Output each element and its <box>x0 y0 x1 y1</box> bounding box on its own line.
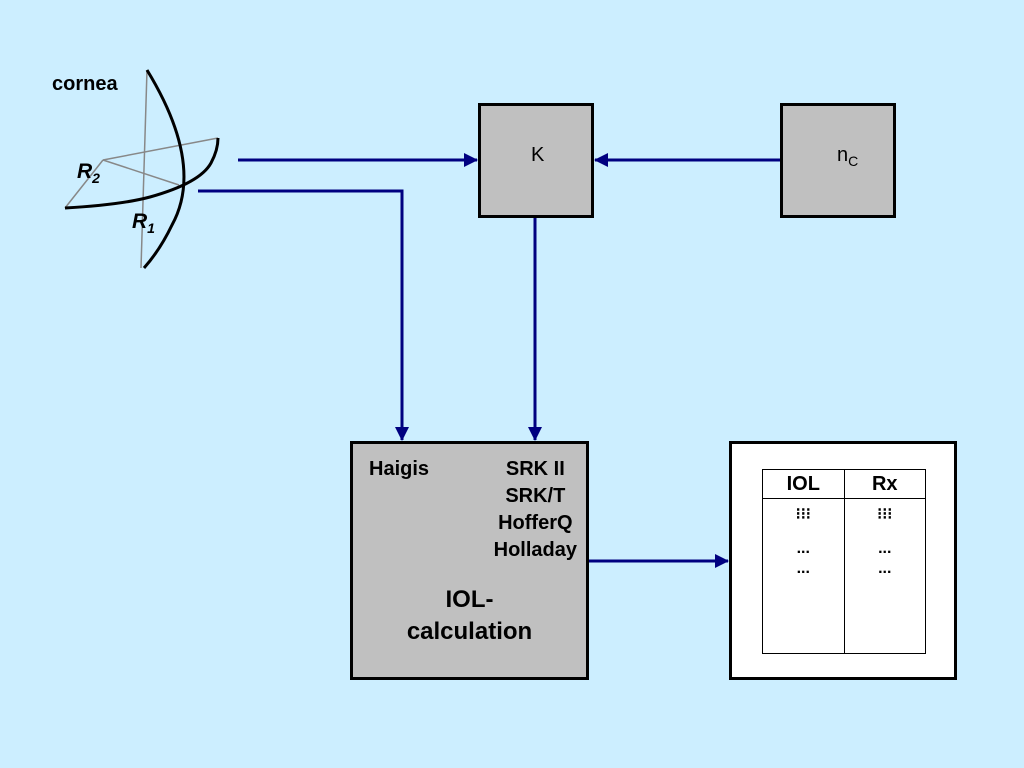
title-line-1: IOL- <box>445 586 494 613</box>
table-cell: ... <box>878 560 892 577</box>
k-label: K <box>531 144 545 166</box>
table-cell: ... <box>796 540 810 557</box>
iol-calculation-box: Haigis SRK II SRK/T HofferQ Holladay IOL… <box>350 441 589 680</box>
rx-column-values: ⁝⁝⁝ ... ... <box>843 498 926 654</box>
r1-arc-chord <box>102 159 180 186</box>
k-box: K <box>478 103 594 218</box>
haigis-label: Haigis <box>369 458 430 480</box>
r2-subscript: 2 <box>92 170 100 187</box>
iol-column-values: ⁝⁝⁝ ... ... <box>762 498 845 654</box>
table-row: ⁝⁝⁝ ... ... ⁝⁝⁝ ... ... <box>762 498 926 654</box>
r1-base: R <box>132 210 148 233</box>
formula-item: SRK/T <box>505 485 566 507</box>
r1-radius-line <box>140 69 148 269</box>
r2-radius-line <box>64 159 104 209</box>
formula-item: Holladay <box>493 539 577 561</box>
column-header-iol: IOL <box>762 469 845 499</box>
r2-base: R <box>77 160 93 183</box>
r1-label: R1 <box>132 210 155 236</box>
column-header-rx: Rx <box>843 469 926 499</box>
cornea-label: cornea <box>52 73 118 95</box>
table-cell: ⁝⁝⁝ <box>877 506 893 523</box>
cornea-icon <box>64 69 220 269</box>
iol-calculation-title: IOL- calculation <box>353 584 586 648</box>
result-box: IOL Rx ⁝⁝⁝ ... ... ⁝⁝⁝ ... ... <box>729 441 957 680</box>
formula-item: HofferQ <box>498 512 573 534</box>
table-cell: ⁝⁝⁝ <box>795 506 811 523</box>
cornea-arc-r1 <box>142 69 186 269</box>
formula-item: SRK II <box>505 458 565 480</box>
result-table: IOL Rx ⁝⁝⁝ ... ... ⁝⁝⁝ ... ... <box>762 469 926 654</box>
nc-base: n <box>837 144 849 166</box>
result-table-header-row: IOL Rx <box>762 469 926 499</box>
r2-top-line <box>102 137 219 161</box>
table-cell: ... <box>878 540 892 557</box>
title-line-2: calculation <box>406 618 533 645</box>
cornea-arc-r2 <box>64 137 220 210</box>
r2-label: R2 <box>77 160 100 186</box>
nc-box: nC <box>780 103 896 218</box>
nc-subscript: C <box>848 153 859 169</box>
nc-label: nC <box>837 144 858 169</box>
r1-subscript: 1 <box>147 220 155 237</box>
table-cell: ... <box>796 560 810 577</box>
formula-list: SRK II SRK/T HofferQ Holladay <box>494 456 577 564</box>
arrow-cornea-to-haigis <box>198 189 409 441</box>
